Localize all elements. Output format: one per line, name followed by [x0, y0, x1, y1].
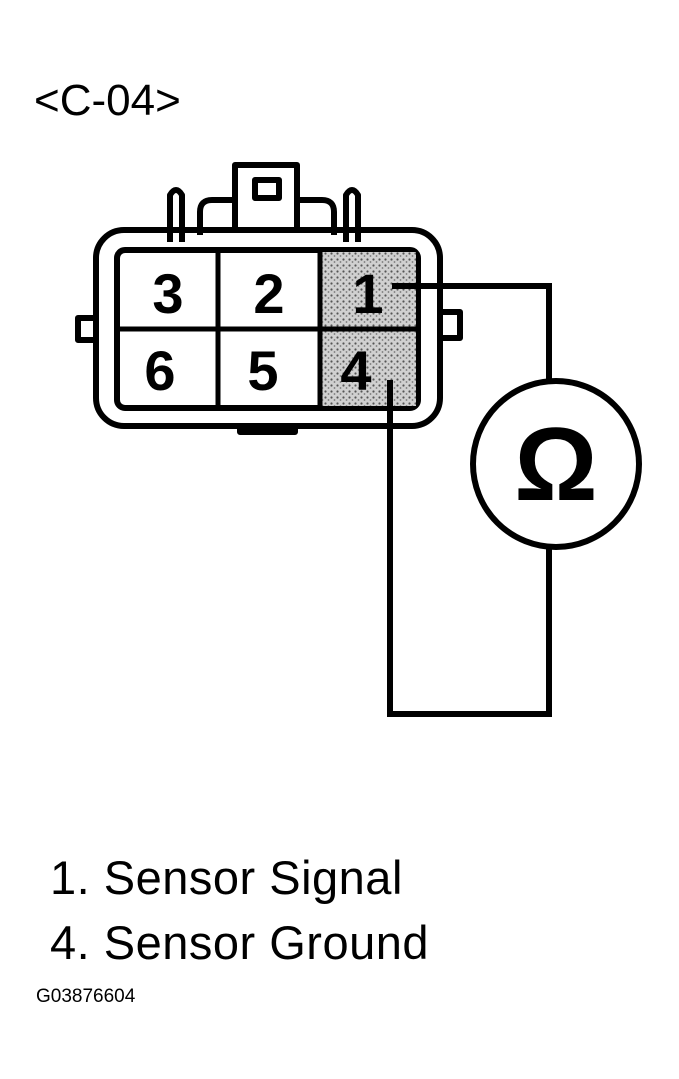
pin-label-5: 5 [247, 339, 278, 402]
lead-pin-4 [387, 380, 552, 717]
pin-grid [117, 250, 418, 408]
reference-code: G03876604 [36, 986, 136, 1007]
pin-label-2: 2 [253, 262, 284, 325]
legend-item-1: 1. Sensor Signal [50, 851, 403, 904]
lead-pin-1 [392, 283, 552, 380]
pin-label-4: 4 [340, 339, 371, 402]
pin-label-3: 3 [152, 262, 183, 325]
test-leads [387, 283, 552, 717]
pin-numbers: 3 2 1 6 5 4 [144, 262, 383, 402]
pin-1-highlight [320, 252, 416, 329]
legend-item-4: 4. Sensor Ground [50, 916, 429, 969]
ohm-symbol: Ω [514, 407, 597, 523]
connector-title: <C-04> [34, 76, 181, 125]
pin-label-1: 1 [352, 262, 383, 325]
pin-label-6: 6 [144, 339, 175, 402]
pin-4-highlight [320, 329, 416, 406]
ohmmeter-icon: Ω [470, 378, 642, 550]
